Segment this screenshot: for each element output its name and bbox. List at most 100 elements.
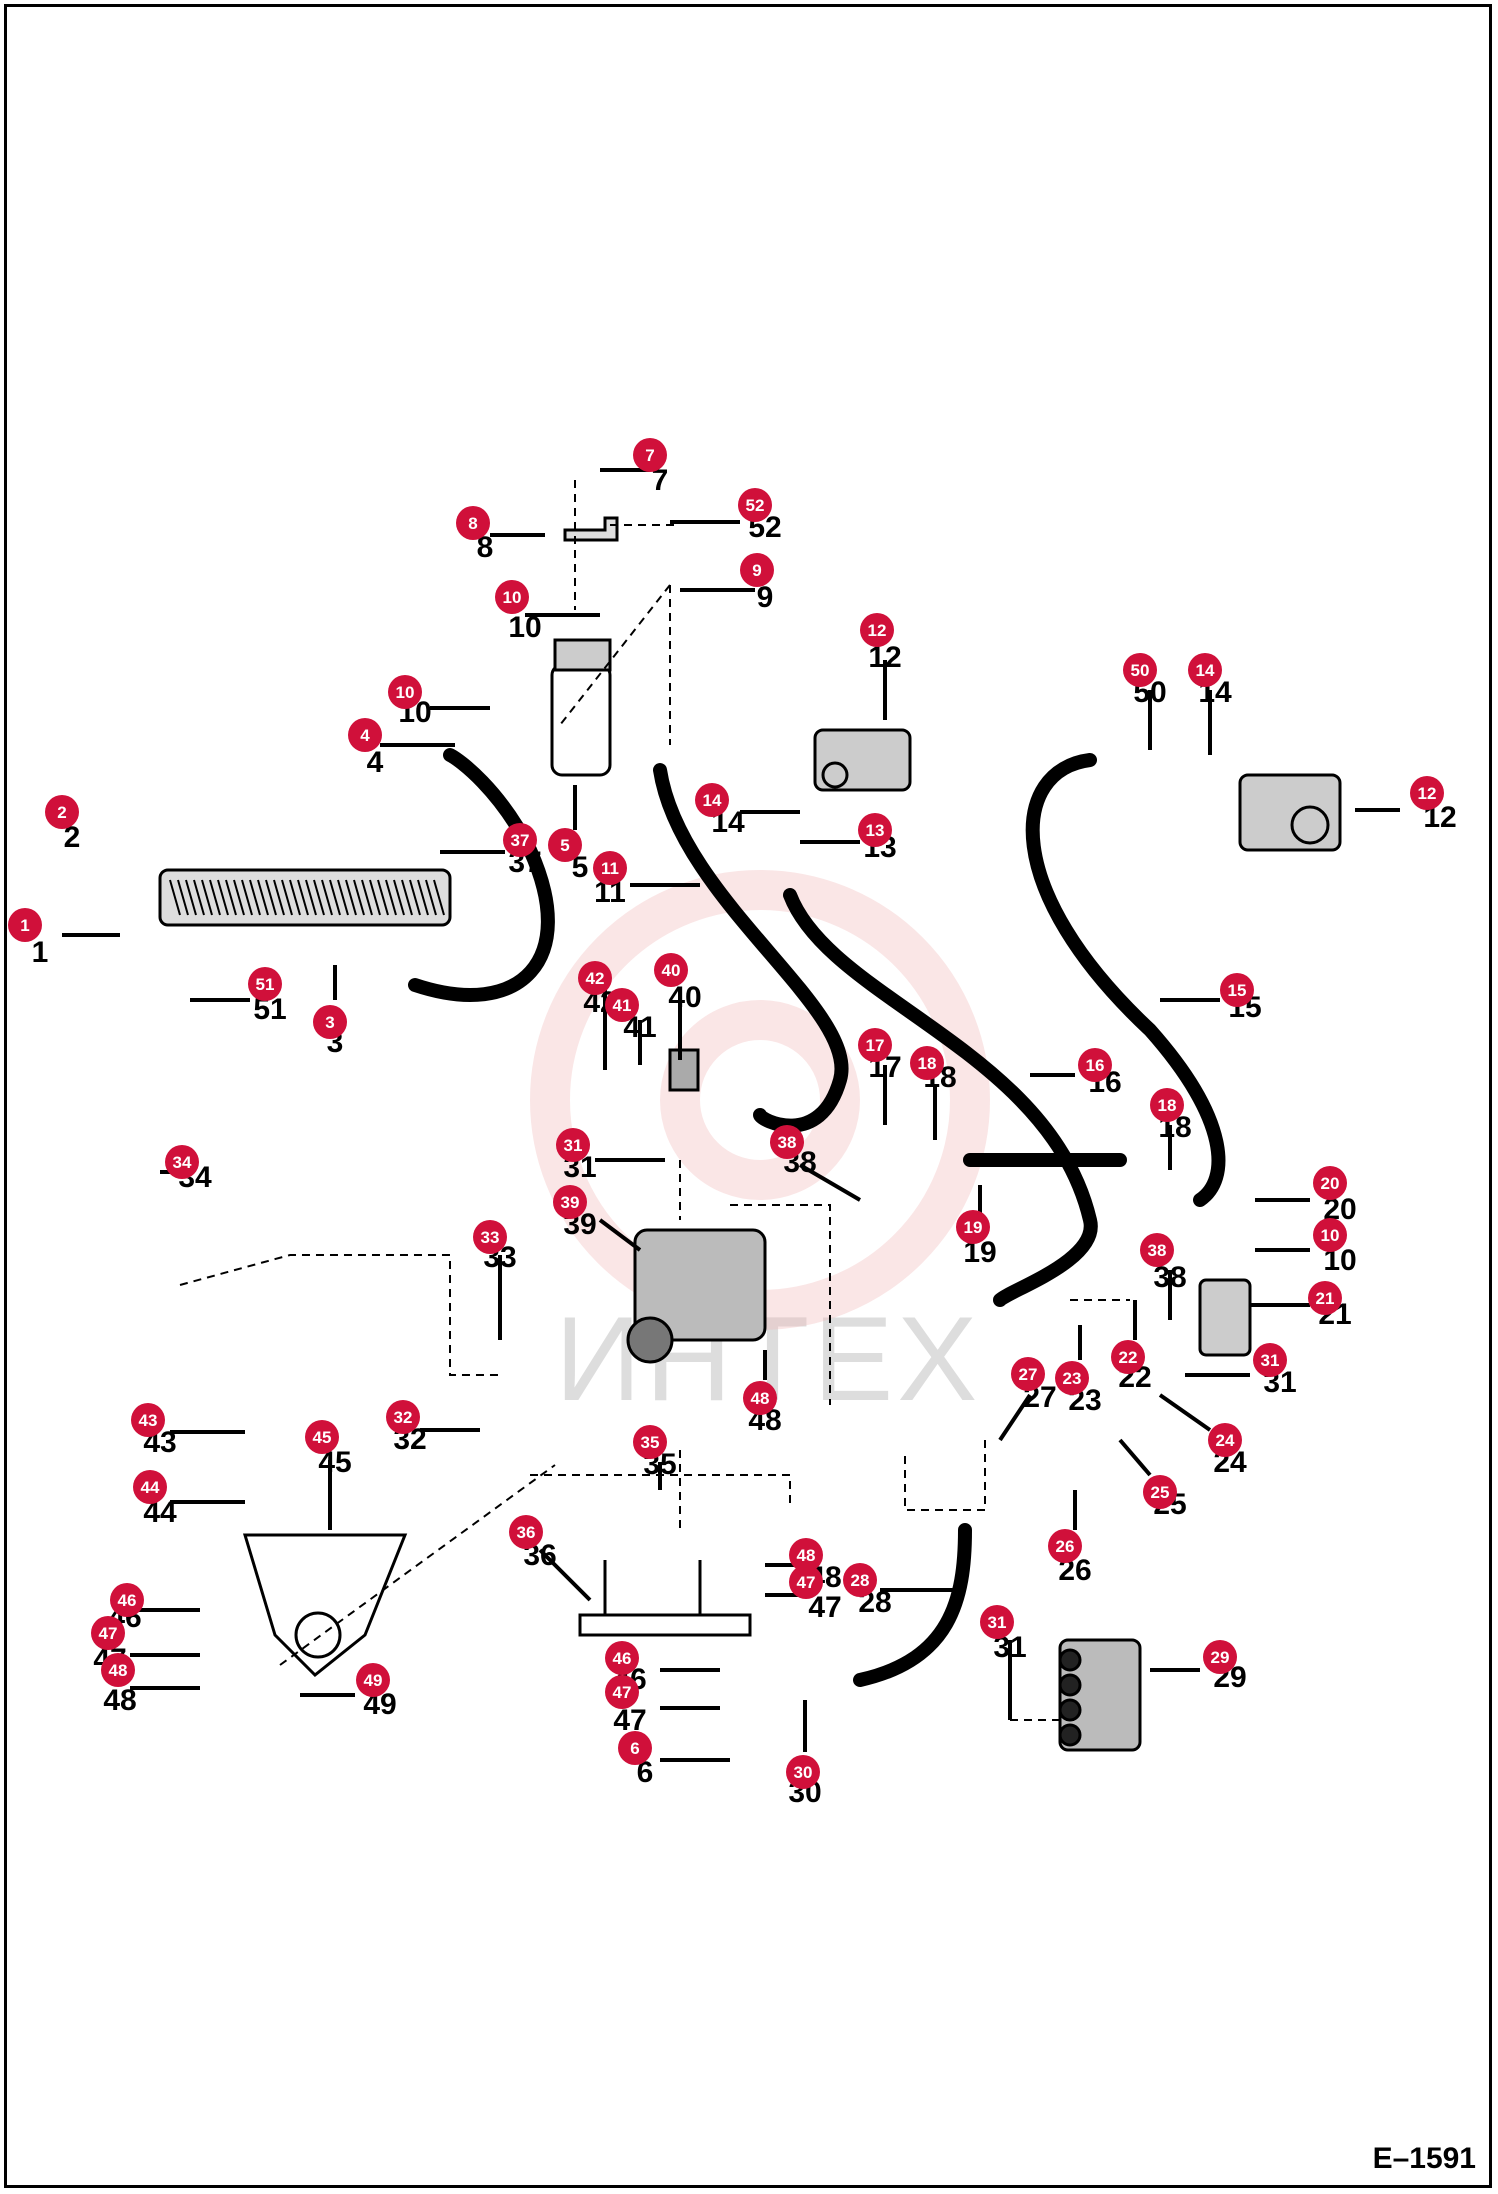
callout-badge-46a: 46	[110, 1583, 144, 1617]
callout-badge-7: 7	[633, 438, 667, 472]
filter-canister	[550, 638, 612, 777]
figure-id-label: E–1591	[1372, 2142, 1476, 2175]
callout-badge-label: 48	[797, 1546, 816, 1565]
callout-badge-39: 39	[553, 1185, 587, 1219]
callout-badge-label: 19	[964, 1218, 983, 1237]
parts-layer	[158, 480, 1342, 1752]
callout-badge-18a: 18	[910, 1046, 944, 1080]
callout-badge-label: 5	[560, 836, 569, 855]
part-number-47b: 47	[613, 1704, 646, 1737]
leader-line-36	[538, 1548, 592, 1602]
callout-badge-label: 31	[1261, 1351, 1280, 1370]
callout-badge-47c: 47	[789, 1565, 823, 1599]
callout-badge-26: 26	[1048, 1529, 1082, 1563]
callout-badge-label: 49	[364, 1671, 383, 1690]
callout-badge-38b: 38	[1140, 1233, 1174, 1267]
hose-3	[1025, 753, 1226, 1207]
callout-badge-label: 36	[517, 1523, 536, 1542]
callout-badge-label: 12	[1418, 784, 1437, 803]
control-valve	[1058, 1638, 1142, 1752]
callout-badge-label: 10	[503, 588, 522, 607]
callout-badge-label: 38	[778, 1133, 797, 1152]
callout-badge-12a: 12	[860, 613, 894, 647]
callout-badge-35: 35	[633, 1425, 667, 1459]
callout-badge-label: 50	[1131, 661, 1150, 680]
callout-badge-label: 43	[139, 1411, 158, 1430]
callout-badge-47a: 47	[91, 1616, 125, 1650]
callout-badge-label: 32	[394, 1408, 413, 1427]
callout-badge-20: 20	[1313, 1166, 1347, 1200]
callout-badge-46b: 46	[605, 1641, 639, 1675]
callout-badge-30: 30	[786, 1755, 820, 1789]
part-number-2: 2	[64, 821, 81, 854]
mount-plate-center	[578, 1560, 752, 1637]
callout-badge-10b: 10	[388, 675, 422, 709]
part-number-48a: 48	[103, 1684, 136, 1717]
callout-badge-31a: 31	[556, 1128, 590, 1162]
callout-badge-label: 24	[1216, 1431, 1235, 1450]
hose-2	[783, 888, 1098, 1307]
callout-badge-8: 8	[456, 506, 490, 540]
callout-badge-label: 8	[468, 514, 477, 533]
callout-badge-34: 34	[165, 1145, 199, 1179]
callout-badge-label: 14	[1196, 661, 1215, 680]
callout-badge-label: 10	[396, 683, 415, 702]
callout-badge-42: 42	[578, 961, 612, 995]
callout-badge-label: 48	[109, 1661, 128, 1680]
callout-badge-15: 15	[1220, 973, 1254, 1007]
callout-badge-12b: 12	[1410, 776, 1444, 810]
callout-badge-2: 2	[45, 795, 79, 829]
callout-badge-label: 48	[751, 1389, 770, 1408]
callout-badge-label: 30	[794, 1763, 813, 1782]
leader-line-24	[1158, 1393, 1212, 1432]
filter-bracket	[563, 516, 619, 542]
callout-badge-4: 4	[348, 718, 382, 752]
callout-badge-label: 51	[256, 975, 275, 994]
part-number-9: 9	[757, 581, 774, 614]
callout-badge-19: 19	[956, 1210, 990, 1244]
callout-badge-50: 50	[1123, 653, 1157, 687]
callout-badge-44: 44	[133, 1470, 167, 1504]
callout-badge-label: 4	[360, 726, 370, 745]
callout-badge-label: 9	[752, 561, 761, 580]
callout-badge-label: 16	[1086, 1056, 1105, 1075]
callout-badge-1: 1	[8, 908, 42, 942]
callout-badge-13: 13	[858, 813, 892, 847]
callout-badge-label: 47	[99, 1624, 118, 1643]
callout-badge-label: 20	[1321, 1174, 1340, 1193]
callout-badge-23: 23	[1055, 1361, 1089, 1395]
callout-badge-label: 46	[613, 1649, 632, 1668]
callout-badge-label: 52	[746, 496, 765, 515]
callout-badge-21: 21	[1308, 1281, 1342, 1315]
callout-badge-48a: 48	[101, 1653, 135, 1687]
callout-badge-label: 14	[703, 791, 722, 810]
callout-badge-10c: 10	[1313, 1218, 1347, 1252]
oil-cooler	[158, 868, 452, 927]
leader-line-25	[1118, 1438, 1152, 1477]
callout-badge-label: 42	[586, 969, 605, 988]
callout-badge-label: 10	[1321, 1226, 1340, 1245]
callout-badge-38a: 38	[770, 1125, 804, 1159]
callout-badge-9: 9	[740, 553, 774, 587]
tee-fitting-40	[668, 1048, 700, 1092]
callout-badge-5: 5	[548, 828, 582, 862]
callout-badge-label: 33	[481, 1228, 500, 1247]
pump-left	[813, 728, 912, 792]
callout-badge-label: 1	[20, 916, 29, 935]
callout-badge-40: 40	[654, 953, 688, 987]
callout-badge-label: 23	[1063, 1369, 1082, 1388]
part-number-5: 5	[572, 851, 589, 884]
callout-badge-33: 33	[473, 1220, 507, 1254]
callout-badge-36: 36	[509, 1515, 543, 1549]
callout-badge-label: 41	[613, 996, 632, 1015]
leader-line-39	[598, 1218, 642, 1252]
leader-line-27	[998, 1393, 1032, 1442]
pump-right	[1238, 773, 1342, 852]
part-number-1: 1	[32, 936, 49, 969]
callout-badge-24: 24	[1208, 1423, 1242, 1457]
callout-badge-6: 6	[618, 1731, 652, 1765]
callout-badge-22: 22	[1111, 1340, 1145, 1374]
hose-0	[408, 748, 555, 1002]
callout-badge-label: 45	[313, 1428, 332, 1447]
